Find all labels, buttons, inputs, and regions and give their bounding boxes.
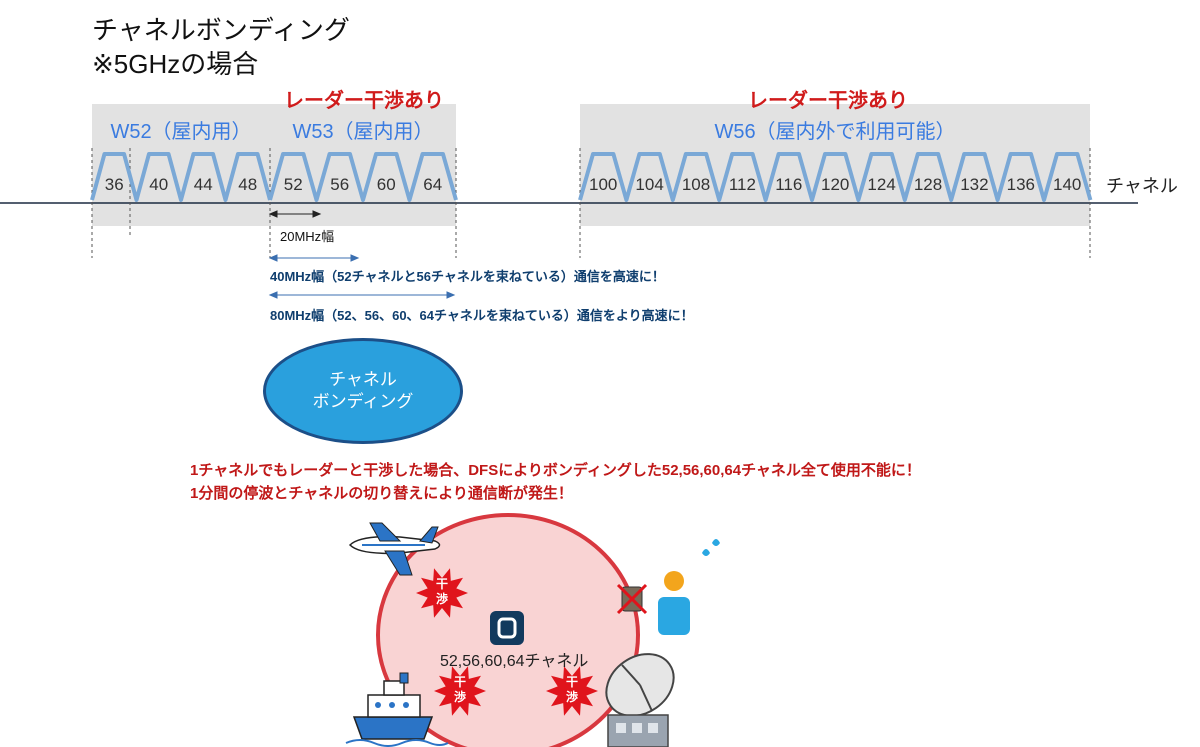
oval-line1: チャネル [329, 370, 397, 389]
band-w53-label: W53（屋内用） [292, 121, 434, 143]
person-icon [658, 539, 720, 635]
airplane-icon [348, 522, 441, 576]
warning-line1: 1チャネルでもレーダーと干渉した場合、DFSによりボンディングした52,56,6… [190, 462, 921, 479]
oval-line2: ボンディング [312, 392, 414, 411]
zone-channel-label: 52,56,60,64チャネル [440, 653, 589, 670]
interference-label-3: 干渉 [565, 675, 578, 704]
band-w56-label: W56（屋内外で利用可能） [714, 121, 956, 143]
channel-number-100: 100 [589, 175, 618, 194]
interference-scene [345, 513, 720, 747]
channel-spectrum-diagram [0, 148, 1138, 299]
warning-line2: 1分間の停波とチャネルの切り替えにより通信断が発生！ [190, 485, 573, 502]
bonding-80mhz-label: 80MHz幅（52、56、60、64チャネルを束ねている）通信をより高速に！ [270, 308, 694, 323]
band-w53-background [270, 104, 456, 226]
interference-burst-icon [434, 666, 486, 716]
interference-label-2: 干渉 [453, 675, 466, 704]
radar-note-w56: レーダー干渉あり [748, 90, 908, 112]
channel-number-104: 104 [635, 175, 664, 194]
wave-w56 [578, 152, 1093, 202]
channel-number-52: 52 [283, 175, 303, 194]
channel-bonding-oval: チャネル ボンディング [263, 338, 463, 444]
channel-number-36: 36 [104, 175, 124, 194]
page-subtitle: ※5GHzの場合 [92, 49, 259, 79]
channel-number-44: 44 [193, 175, 213, 194]
channel-number-56: 56 [330, 175, 350, 194]
axis-label: チャネル [1106, 176, 1178, 196]
channel-number-136: 136 [1006, 175, 1035, 194]
page-title: チャネルボンディング [92, 15, 350, 45]
radar-note-w53: レーダー干渉あり [284, 90, 444, 112]
channel-number-40: 40 [149, 175, 169, 194]
channel-number-112: 112 [728, 175, 756, 194]
channel-number-64: 64 [423, 175, 443, 194]
channel-number-116: 116 [775, 175, 803, 194]
access-point-icon [490, 611, 524, 645]
channel-number-108: 108 [681, 175, 711, 194]
channel-number-140: 140 [1053, 175, 1082, 194]
interference-burst-icon [546, 666, 598, 716]
channel-number-124: 124 [867, 175, 896, 194]
interference-label-1: 干渉 [435, 577, 448, 606]
band-w56-background [580, 104, 1090, 226]
band-w52-label: W52（屋内用） [110, 121, 252, 143]
width-20mhz-label: 20MHz幅 [280, 229, 335, 244]
channel-number-120: 120 [821, 175, 850, 194]
ship-icon [345, 672, 449, 747]
channel-number-132: 132 [960, 175, 989, 194]
channel-number-60: 60 [376, 175, 396, 194]
interference-burst-icon [416, 568, 468, 618]
wave-w52 [90, 152, 272, 202]
radar-dish-icon [605, 653, 675, 747]
bonding-40mhz-label: 40MHz幅（52チャネルと56チャネルを束ねている）通信を高速に！ [270, 269, 665, 284]
channel-number-128: 128 [913, 175, 943, 194]
band-w52-background [92, 104, 270, 226]
blocked-device-icon [616, 583, 648, 615]
channel-number-48: 48 [238, 175, 258, 194]
wave-w53 [268, 152, 458, 202]
